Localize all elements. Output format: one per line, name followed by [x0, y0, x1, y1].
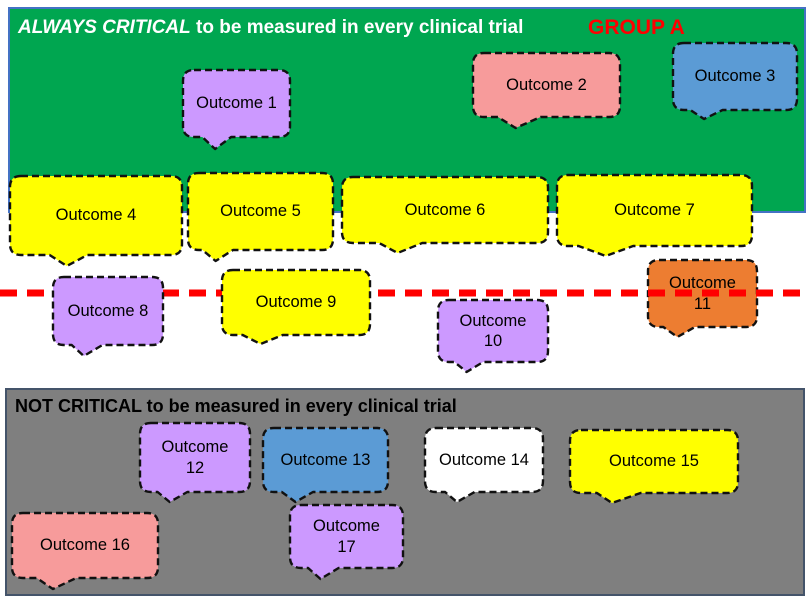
bubble-outcome-5: Outcome 5 — [185, 170, 336, 264]
bubble-shape — [423, 426, 545, 504]
group-a-label: GROUP A — [588, 16, 685, 39]
bubble-shape — [671, 41, 799, 121]
bubble-outcome-9: Outcome 9 — [219, 267, 373, 347]
bubble-label: Outcome 10 — [459, 311, 527, 350]
bubble-shape — [568, 428, 740, 505]
bubble-outcome-2: Outcome 2 — [470, 50, 623, 131]
bubble-shape — [8, 174, 184, 268]
bubble-shape — [220, 268, 372, 346]
bubble-outcome-1: Outcome 1 — [180, 67, 293, 152]
bubble-shape — [288, 503, 405, 581]
bubble-label: Outcome 17 — [313, 517, 380, 556]
group-a-panel-title: ALWAYS CRITICAL to be measured in every … — [18, 17, 523, 39]
bubble-label: Outcome 11 — [669, 274, 736, 313]
not-critical-panel-title: NOT CRITICAL to be measured in every cli… — [15, 396, 457, 416]
bubble-label: Outcome 15 — [609, 452, 699, 471]
bubble-outcome-15: Outcome 15 — [567, 427, 741, 506]
bubble-shape — [181, 68, 292, 151]
bubble-shape — [186, 171, 335, 263]
bubble-shape — [646, 258, 759, 339]
bubble-outcome-6: Outcome 6 — [339, 174, 551, 256]
bubble-outcome-4: Outcome 4 — [7, 173, 185, 269]
bubble-outcome-11: Outcome 11 — [645, 257, 760, 340]
bubble-shape — [138, 421, 252, 504]
bubble-label: Outcome 13 — [280, 450, 371, 469]
bubble-shape — [555, 173, 754, 258]
bubble-outcome-8: Outcome 8 — [50, 274, 166, 359]
bubble-label: Outcome 14 — [439, 450, 529, 469]
bubble-outcome-13: Outcome 13 — [260, 425, 391, 505]
bubble-label: Outcome 7 — [614, 201, 695, 220]
bubble-label: Outcome 16 — [40, 536, 130, 555]
bubble-outcome-14: Outcome 14 — [422, 425, 546, 505]
bubble-outcome-7: Outcome 7 — [554, 172, 755, 259]
bubble-outcome-17: Outcome 17 — [287, 502, 406, 582]
bubble-label: Outcome 8 — [67, 301, 149, 320]
bubble-label: Outcome 4 — [55, 206, 137, 225]
bubble-label: Outcome 12 — [161, 438, 229, 477]
group-a-title-rest: to be measured in every clinical trial — [190, 17, 524, 38]
bubble-label: Outcome 2 — [506, 75, 587, 94]
bubble-label: Outcome 9 — [255, 293, 337, 312]
bubble-label: Outcome 1 — [196, 94, 277, 113]
bubble-outcome-3: Outcome 3 — [670, 40, 800, 122]
bubble-outcome-10: Outcome 10 — [435, 297, 551, 375]
bubble-shape — [471, 51, 622, 130]
bubble-shape — [436, 298, 550, 374]
bubble-outcome-12: Outcome 12 — [137, 420, 253, 505]
bubble-shape — [340, 175, 550, 255]
bubble-label: Outcome 5 — [220, 202, 301, 221]
group-a-title-emphasis: ALWAYS CRITICAL — [18, 17, 191, 38]
bubble-outcome-16: Outcome 16 — [9, 510, 161, 592]
bubble-shape — [51, 275, 165, 358]
bubble-shape — [10, 511, 160, 591]
bubble-label: Outcome 6 — [404, 200, 486, 219]
bubble-label: Outcome 3 — [694, 67, 776, 86]
bubble-shape — [261, 426, 390, 504]
